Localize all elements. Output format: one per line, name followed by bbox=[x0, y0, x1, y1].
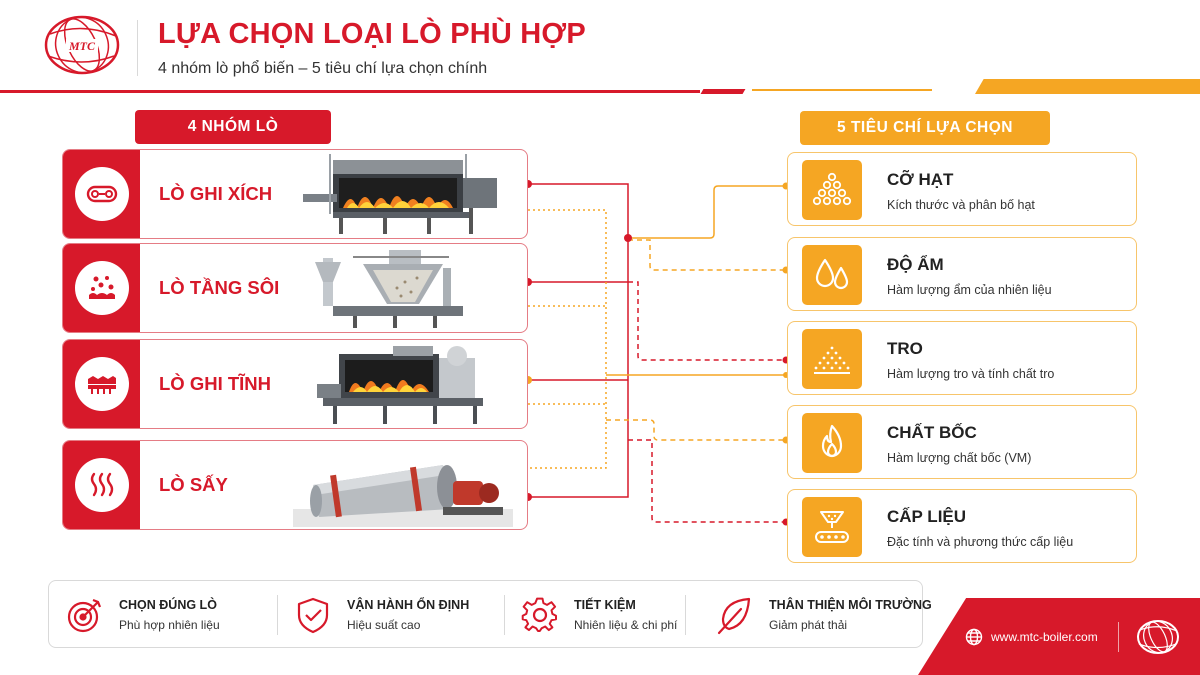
criteria-icon-box bbox=[802, 160, 862, 220]
criteria-name: ĐỘ ẨM bbox=[887, 255, 944, 274]
criteria-desc: Kích thước và phân bố hạt bbox=[887, 198, 1035, 212]
criteria-card-volatile-matter[interactable]: CHẤT BỐC Hàm lượng chất bốc (VM) bbox=[787, 405, 1137, 479]
criteria-desc: Đặc tính và phương thức cấp liệu bbox=[887, 535, 1074, 549]
feeder-conveyor-icon bbox=[815, 511, 849, 543]
header-red-line bbox=[0, 90, 700, 93]
benefit-title: CHỌN ĐÚNG LÒ bbox=[119, 598, 217, 612]
mtc-logo: MTC bbox=[42, 12, 122, 78]
benefit-subtitle: Nhiên liệu & chi phí bbox=[574, 618, 678, 632]
furnace-name: LÒ GHI XÍCH bbox=[159, 183, 273, 204]
fixed-grate-furnace-image bbox=[317, 346, 483, 424]
shield-check-icon bbox=[297, 597, 329, 634]
furnace-name: LÒ GHI TĨNH bbox=[159, 373, 272, 394]
criteria-icon-box bbox=[802, 245, 862, 305]
criteria-desc: Hàm lượng ẩm của nhiên liệu bbox=[887, 283, 1052, 297]
furnace-icon-box bbox=[63, 244, 140, 332]
criteria-card-ash[interactable]: TRO Hàm lượng tro và tính chất tro bbox=[787, 321, 1137, 395]
furnace-name: LÒ TẦNG SÔI bbox=[159, 277, 280, 298]
logo-text: MTC bbox=[68, 39, 96, 53]
furnace-card-chain-grate[interactable]: LÒ GHI XÍCH bbox=[62, 149, 528, 239]
ash-pile-icon bbox=[814, 346, 850, 374]
flame-icon bbox=[821, 424, 843, 458]
footer-logo bbox=[1136, 619, 1179, 654]
fixed-grate-icon bbox=[87, 376, 116, 394]
criteria-card-moisture[interactable]: ĐỘ ẨM Hàm lượng ẩm của nhiên liệu bbox=[787, 237, 1137, 311]
header-red-slant bbox=[700, 89, 746, 94]
benefit-title: TIẾT KIỆM bbox=[574, 598, 636, 612]
criteria-icon-box bbox=[802, 497, 862, 557]
page-subtitle: 4 nhóm lò phổ biến – 5 tiêu chí lựa chọn… bbox=[158, 60, 488, 77]
header-orange-line bbox=[752, 89, 932, 91]
gear-icon bbox=[521, 597, 557, 632]
benefit-subtitle: Giảm phát thải bbox=[769, 618, 848, 632]
benefits-bar: CHỌN ĐÚNG LÒ Phù hợp nhiên liệu VẬN HÀNH… bbox=[48, 580, 932, 648]
target-icon bbox=[67, 598, 102, 633]
furnace-card-dryer[interactable]: LÒ SẤY bbox=[62, 440, 528, 530]
benefit-subtitle: Phù hợp nhiên liệu bbox=[119, 618, 220, 632]
chain-grate-furnace-image bbox=[303, 154, 497, 234]
benefit-right-furnace: CHỌN ĐÚNG LÒ Phù hợp nhiên liệu bbox=[49, 581, 264, 647]
criteria-name: CỠ HẠT bbox=[887, 170, 954, 189]
furnace-groups-label: 4 NHÓM LÒ bbox=[135, 110, 331, 144]
benefit-divider bbox=[277, 595, 278, 635]
criteria-desc: Hàm lượng chất bốc (VM) bbox=[887, 451, 1032, 465]
particles-icon bbox=[812, 172, 852, 206]
criteria-icon-box bbox=[802, 329, 862, 389]
benefit-stable-operation: VẬN HÀNH ỔN ĐỊNH Hiệu suất cao bbox=[277, 581, 497, 647]
chain-grate-icon bbox=[86, 185, 117, 203]
benefit-divider bbox=[504, 595, 505, 635]
criteria-name: CHẤT BỐC bbox=[887, 423, 977, 442]
criteria-name: CẤP LIỆU bbox=[887, 507, 967, 526]
criteria-desc: Hàm lượng tro và tính chất tro bbox=[887, 367, 1055, 381]
criteria-card-particle-size[interactable]: CỠ HẠT Kích thước và phân bố hạt bbox=[787, 152, 1137, 226]
fluidized-bed-furnace-image bbox=[315, 250, 463, 328]
furnace-icon-box bbox=[63, 150, 140, 238]
benefit-eco-friendly: THÂN THIỆN MÔI TRƯỜNG Giảm phát thải bbox=[699, 581, 932, 647]
criteria-name: TRO bbox=[887, 339, 923, 358]
droplets-icon bbox=[815, 258, 849, 290]
criteria-icon-box bbox=[802, 413, 862, 473]
benefit-savings: TIẾT KIỆM Nhiên liệu & chi phí bbox=[504, 581, 719, 647]
leaf-icon bbox=[717, 597, 751, 635]
footer: www.mtc-boiler.com bbox=[965, 598, 1200, 675]
furnace-name: LÒ SẤY bbox=[159, 474, 228, 495]
criteria-card-feeding[interactable]: CẤP LIỆU Đặc tính và phương thức cấp liệ… bbox=[787, 489, 1137, 563]
criteria-label: 5 TIÊU CHÍ LỰA CHỌN bbox=[800, 111, 1050, 145]
furnace-icon-box bbox=[63, 441, 140, 529]
globe-icon bbox=[965, 628, 983, 645]
rotary-dryer-image bbox=[293, 465, 513, 527]
website-link[interactable]: www.mtc-boiler.com bbox=[991, 629, 1098, 644]
page-title: LỰA CHỌN LOẠI LÒ PHÙ HỢP bbox=[158, 18, 586, 50]
heat-waves-icon bbox=[90, 472, 113, 497]
benefit-title: VẬN HÀNH ỔN ĐỊNH bbox=[347, 598, 470, 612]
furnace-icon-box bbox=[63, 340, 140, 428]
footer-divider bbox=[1117, 621, 1119, 652]
benefit-divider bbox=[685, 595, 686, 635]
furnace-card-fixed-grate[interactable]: LÒ GHI TĨNH bbox=[62, 339, 528, 429]
header-orange-tab bbox=[975, 79, 1200, 94]
benefit-title: THÂN THIỆN MÔI TRƯỜNG bbox=[769, 598, 932, 612]
header-divider bbox=[137, 20, 138, 76]
benefit-subtitle: Hiệu suất cao bbox=[347, 618, 421, 632]
furnace-card-fluidized-bed[interactable]: LÒ TẦNG SÔI bbox=[62, 243, 528, 333]
fluidized-bed-icon bbox=[88, 276, 115, 299]
